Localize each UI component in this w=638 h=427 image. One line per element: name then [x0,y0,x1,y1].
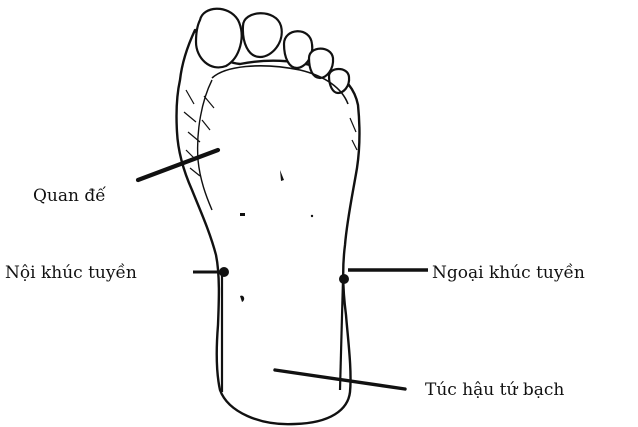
big-toe [196,9,242,68]
noi-khuc-tuyen-point [219,267,229,277]
label-ngoai-khuc-tuyen: Ngoại khúc tuyền [432,263,585,283]
label-quan-de: Quan đế [33,186,106,206]
second-toe [243,13,282,57]
label-noi-khuc-tuyen: Nội khúc tuyền [5,263,137,283]
label-tuc-hau-tu-bach: Túc hậu tứ bạch [425,380,564,400]
third-toe [284,31,312,68]
